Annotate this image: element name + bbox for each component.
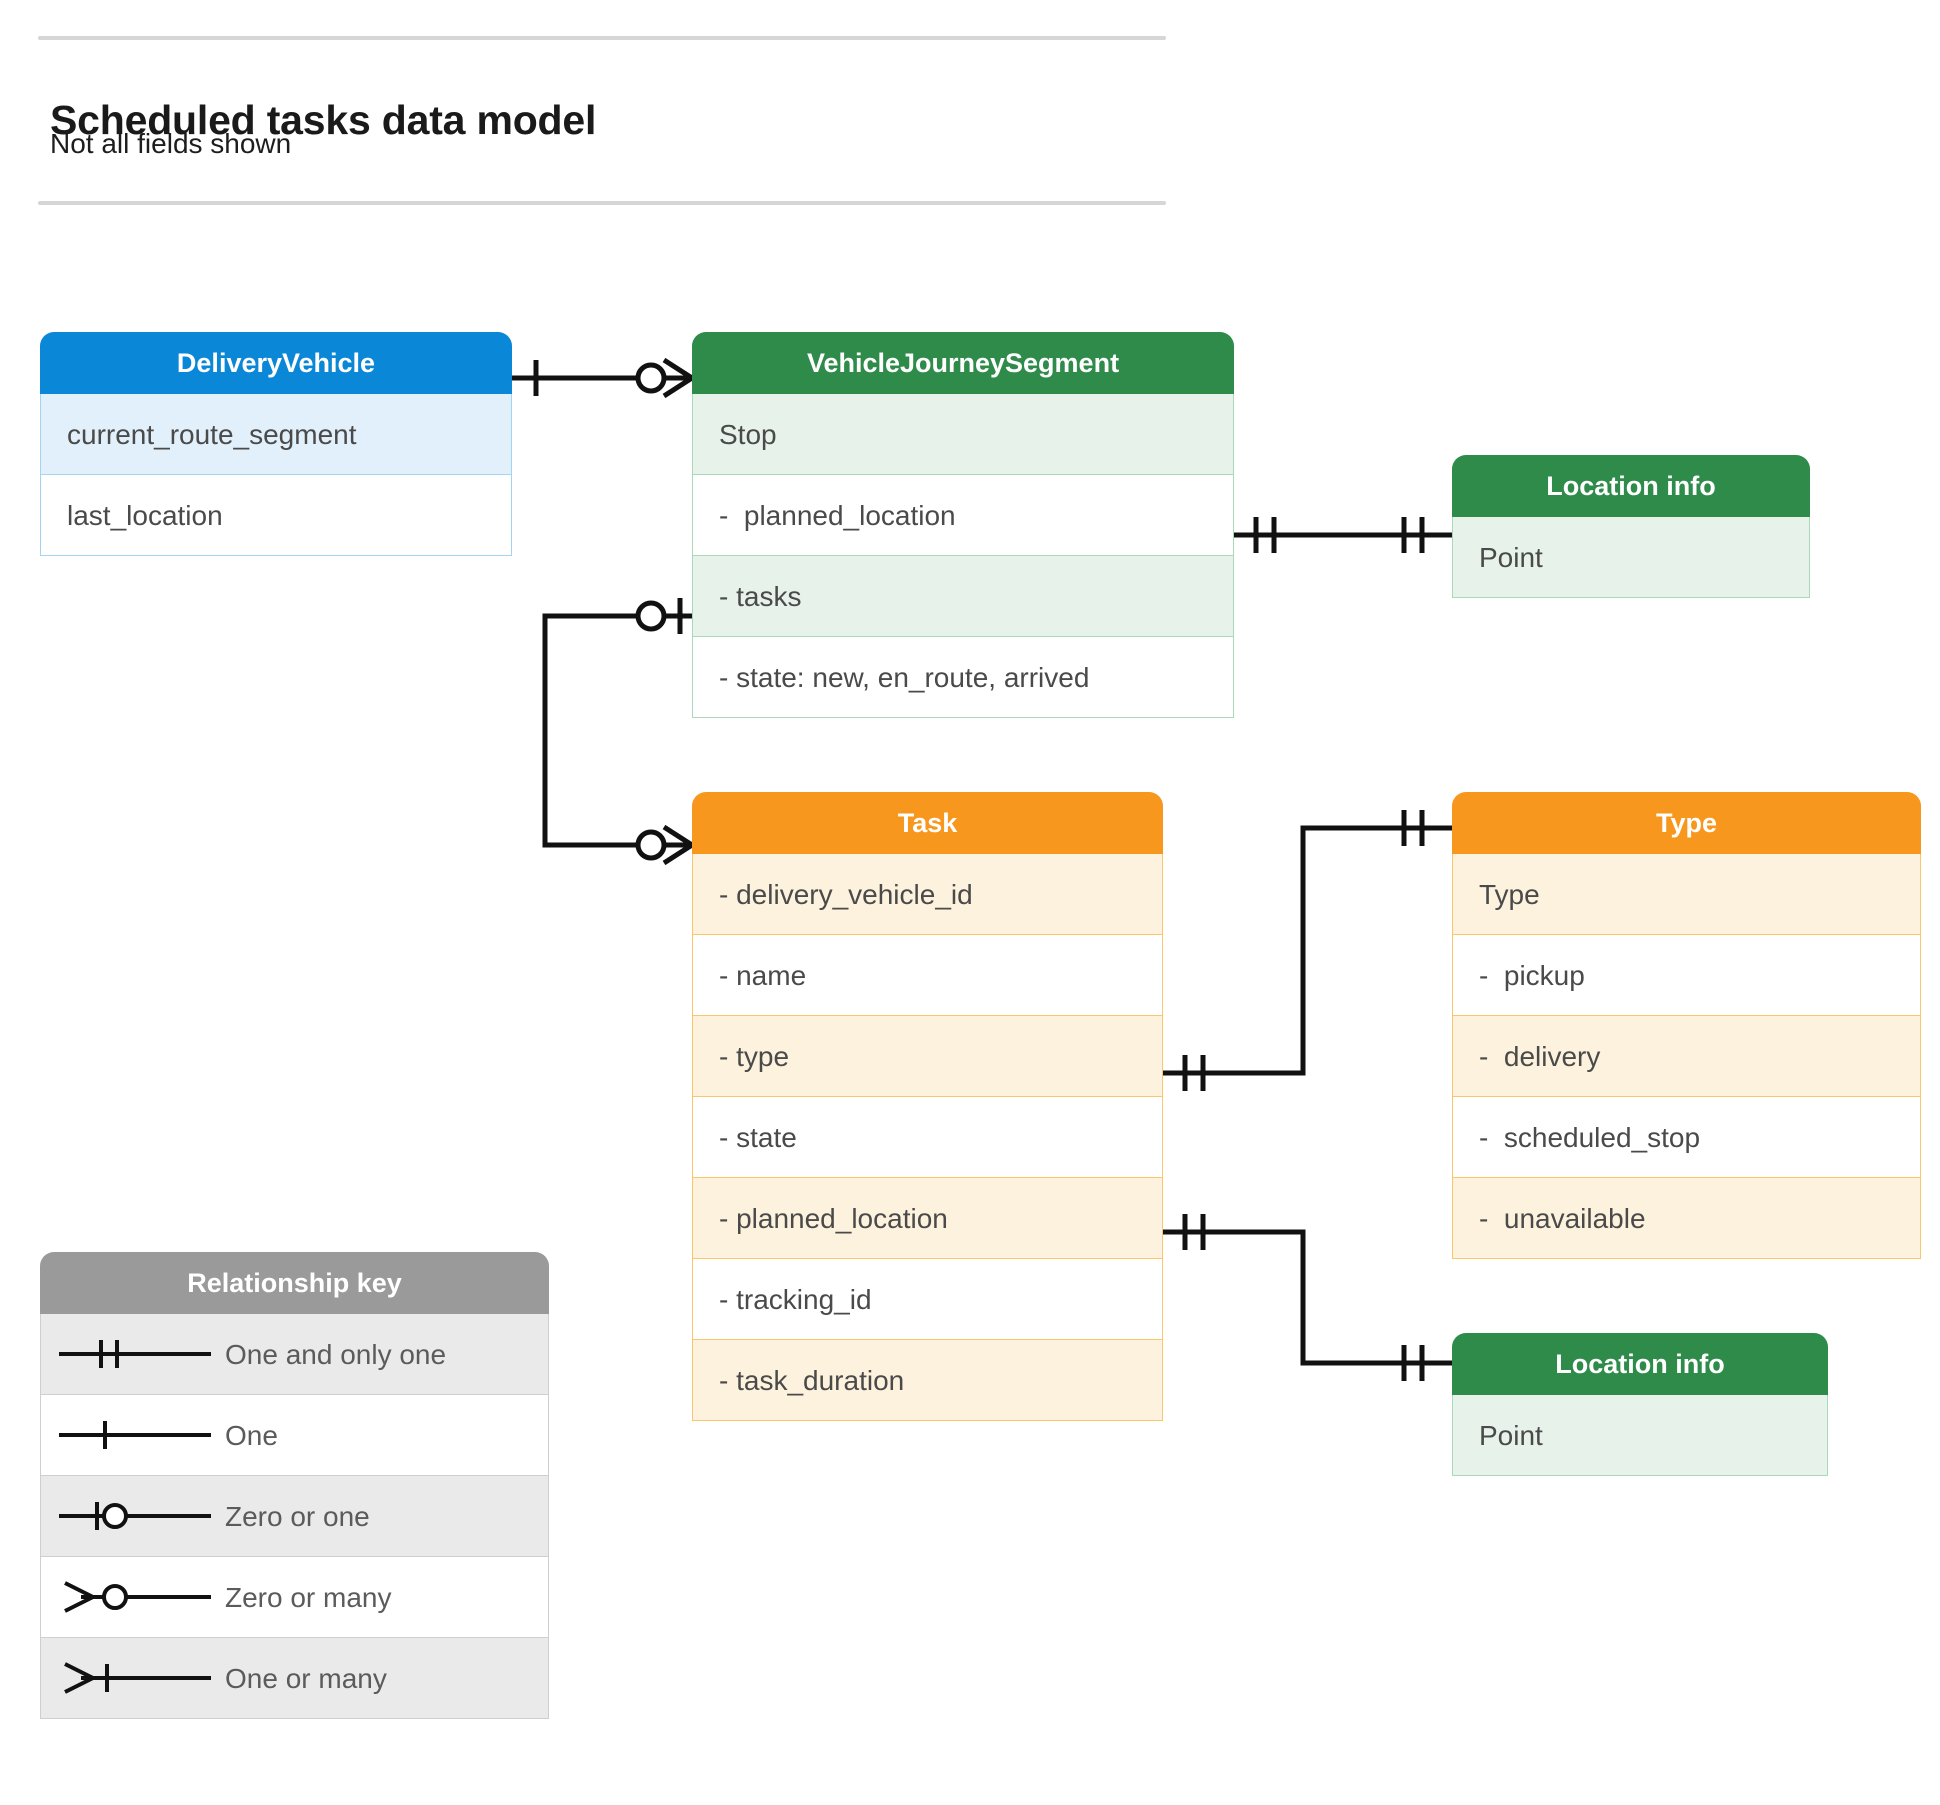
entity-title-task: Task — [692, 792, 1163, 854]
page-subtitle: Not all fields shown — [50, 128, 292, 159]
entity-row: - tasks — [692, 556, 1234, 637]
entity-row: - pickup — [1452, 935, 1921, 1016]
entity-row: Stop — [692, 394, 1234, 475]
entity-title-location-info-bottom: Location info — [1452, 1333, 1828, 1395]
entity-row: last_location — [40, 475, 512, 556]
legend-item-label: One and only one — [225, 1339, 447, 1370]
connector-plannedlocation-locationinfo-top — [1234, 517, 1452, 553]
entity-row: - planned_location — [692, 475, 1234, 556]
entity-location-info-bottom[interactable]: Location info Point — [1452, 1333, 1828, 1476]
entity-row: - tracking_id — [692, 1259, 1163, 1340]
header-divider-bottom — [38, 201, 1166, 205]
entity-delivery-vehicle[interactable]: DeliveryVehicle current_route_segment la… — [40, 332, 512, 556]
connector-taskplannedlocation-locationinfo-bottom — [1163, 1214, 1452, 1381]
one-or-many-icon — [64, 1662, 211, 1694]
connector-deliveryvehicle-journeysegment — [512, 357, 694, 399]
entity-row: - delivery — [1452, 1016, 1921, 1097]
header-divider-top — [38, 36, 1166, 40]
legend-item-label: One — [225, 1420, 278, 1451]
relationship-key-legend[interactable]: Relationship key One and only one One — [40, 1252, 549, 1719]
legend-item-label: Zero or one — [225, 1501, 370, 1532]
entity-row: - state: new, en_route, arrived — [692, 637, 1234, 718]
legend-title: Relationship key — [40, 1252, 549, 1314]
entity-title-type: Type — [1452, 792, 1921, 854]
entity-row: Point — [1452, 1395, 1828, 1476]
legend-item: Zero or many — [40, 1557, 549, 1638]
legend-item: One or many — [40, 1638, 549, 1719]
entity-row: - type — [692, 1016, 1163, 1097]
entity-location-info-top[interactable]: Location info Point — [1452, 455, 1810, 598]
entity-title-location-info-top: Location info — [1452, 455, 1810, 517]
entity-row: - unavailable — [1452, 1178, 1921, 1259]
entity-row: - name — [692, 935, 1163, 1016]
entity-row: - scheduled_stop — [1452, 1097, 1921, 1178]
legend-item: One and only one — [40, 1314, 549, 1395]
entity-title-vehicle-journey-segment: VehicleJourneySegment — [692, 332, 1234, 394]
legend-item-label: One or many — [225, 1663, 387, 1694]
entity-row: - state — [692, 1097, 1163, 1178]
legend-item-label: Zero or many — [225, 1582, 392, 1613]
entity-row: Point — [1452, 517, 1810, 598]
entity-row: - delivery_vehicle_id — [692, 854, 1163, 935]
entity-title-delivery-vehicle: DeliveryVehicle — [40, 332, 512, 394]
entity-vehicle-journey-segment[interactable]: VehicleJourneySegment Stop - planned_loc… — [692, 332, 1234, 718]
legend-item: Zero or one — [40, 1476, 549, 1557]
connector-tasktype-type — [1163, 810, 1452, 1091]
one-icon — [59, 1421, 211, 1449]
zero-or-many-icon — [64, 1581, 211, 1613]
zero-or-one-icon — [59, 1502, 211, 1530]
entity-type[interactable]: Type Type - pickup - delivery - schedule… — [1452, 792, 1921, 1259]
entity-row: - task_duration — [692, 1340, 1163, 1421]
one-and-only-one-icon — [59, 1340, 211, 1368]
entity-row: - planned_location — [692, 1178, 1163, 1259]
entity-row: Type — [1452, 854, 1921, 935]
entity-row: current_route_segment — [40, 394, 512, 475]
entity-task[interactable]: Task - delivery_vehicle_id - name - type… — [692, 792, 1163, 1421]
legend-item: One — [40, 1395, 549, 1476]
page-title: Scheduled tasks data model — [50, 97, 597, 144]
connector-tasks-task — [542, 598, 694, 866]
